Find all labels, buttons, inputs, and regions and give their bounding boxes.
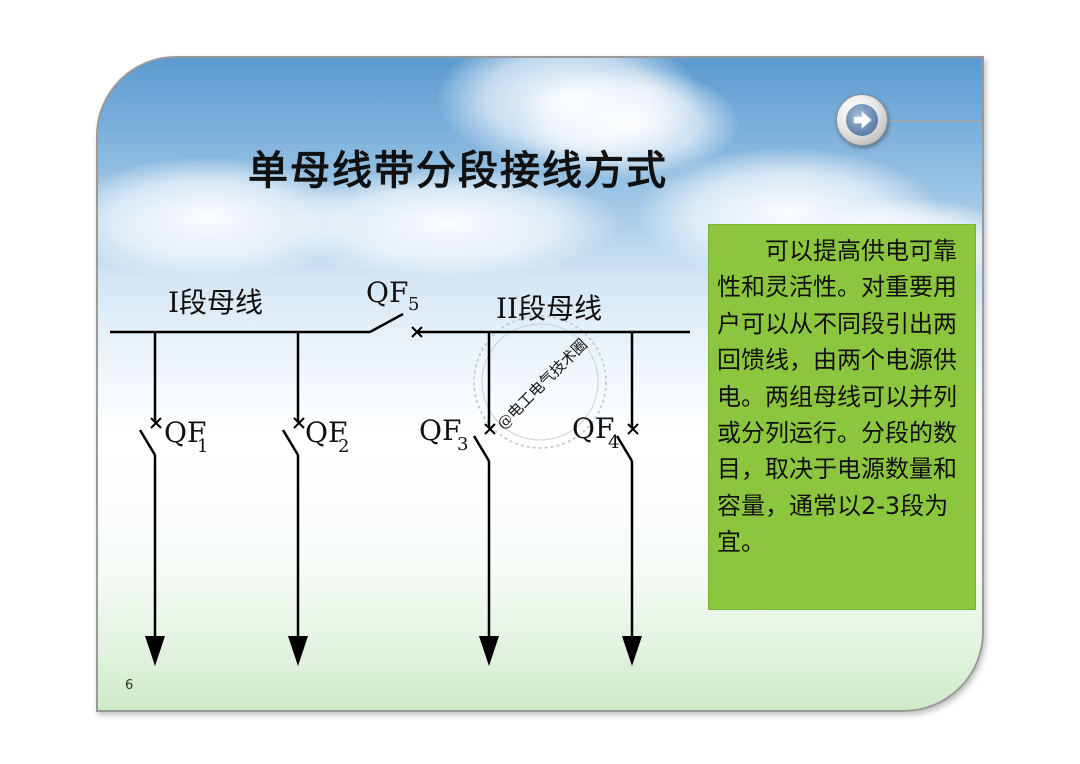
feeder-3: QF 3 — [419, 332, 499, 666]
cloud-decoration — [278, 168, 618, 278]
slide: 单母线带分段接线方式 可以提高供电可靠性和灵活性。对重要用户可以从不同段引出两回… — [96, 56, 984, 712]
next-slide-button[interactable] — [836, 94, 888, 146]
feeder-2: QF 2 — [281, 332, 349, 666]
tie-breaker-label: QF 5 — [366, 276, 419, 315]
info-text: 可以提高供电可靠性和灵活性。对重要用户可以从不同段引出两回馈线，由两个电源供电。… — [717, 237, 957, 557]
info-box: 可以提高供电可靠性和灵活性。对重要用户可以从不同段引出两回馈线，由两个电源供电。… — [708, 224, 976, 610]
feeder-2-sub: 2 — [338, 436, 349, 457]
bus-left-label: I段母线 — [168, 286, 263, 319]
page-number: 6 — [125, 678, 134, 693]
feeder-4-label: QF — [572, 412, 614, 445]
feeder-3-label: QF — [419, 414, 461, 447]
feeder-2-label: QF — [305, 416, 347, 449]
tie-breaker-switch — [369, 312, 423, 338]
arrow-right-icon — [846, 104, 878, 136]
tie-breaker-name: QF — [366, 276, 408, 309]
feeder-1: QF 1 — [138, 332, 208, 666]
feeder-4: QF 4 — [572, 332, 642, 666]
feeder-1-sub: 1 — [197, 436, 208, 457]
slide-title: 单母线带分段接线方式 — [248, 148, 668, 194]
decorative-line — [890, 120, 982, 122]
feeder-4-sub: 4 — [608, 432, 619, 453]
tie-breaker-sub: 5 — [408, 294, 419, 315]
feeder-3-sub: 3 — [457, 434, 468, 455]
feeder-1-label: QF — [164, 416, 206, 449]
bus-right-label: II段母线 — [496, 292, 602, 325]
